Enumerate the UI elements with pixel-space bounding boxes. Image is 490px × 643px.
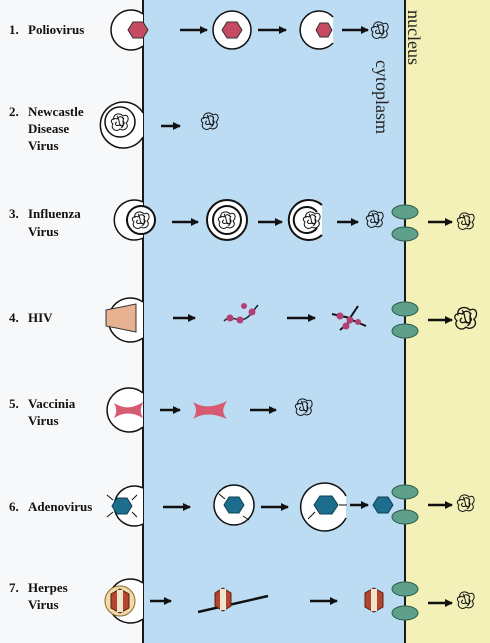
polio-capsid bbox=[315, 22, 333, 38]
virus-name-line: Vaccinia bbox=[28, 396, 76, 411]
virus-name-line: Influenza bbox=[28, 206, 81, 221]
vaccinia-core bbox=[193, 401, 227, 419]
virus-name-line: Poliovirus bbox=[28, 22, 84, 37]
virus-number: 2. bbox=[9, 104, 19, 119]
herpes-fusion-pocket bbox=[104, 578, 144, 624]
hiv-fusion-pocket bbox=[105, 297, 144, 343]
adeno-capsid bbox=[111, 497, 133, 515]
virus-name-line: HIV bbox=[28, 310, 53, 325]
nuclear-pore bbox=[391, 226, 419, 242]
newcastle-envelope bbox=[104, 106, 136, 138]
virus-name-line: Newcastle bbox=[28, 104, 84, 119]
influenza-entry-pocket bbox=[113, 199, 156, 241]
vaccinia-core bbox=[114, 402, 143, 418]
cytoplasm-region bbox=[143, 0, 405, 643]
virus-number: 3. bbox=[9, 206, 19, 221]
row-newcastle: 2. Newcastle Disease Virus bbox=[9, 101, 219, 153]
row-vaccinia: 5. Vaccinia Virus bbox=[9, 387, 313, 433]
polio-capsid bbox=[127, 21, 149, 39]
row-hiv: 4. HIV bbox=[9, 297, 478, 343]
adeno-capsid bbox=[313, 495, 339, 515]
nuclear-pore bbox=[391, 484, 419, 500]
virus-number: 6. bbox=[9, 499, 19, 514]
row-adenovirus: 6. Adenovirus bbox=[9, 482, 475, 532]
adeno-capsid bbox=[223, 496, 245, 514]
influenza-envelope bbox=[126, 205, 156, 235]
adeno-entry-pocket bbox=[106, 485, 144, 527]
nuclear-pore bbox=[391, 581, 419, 597]
polio-opening-vesicle bbox=[299, 10, 334, 50]
virus-number: 4. bbox=[9, 310, 19, 325]
hiv-capsid bbox=[105, 303, 137, 333]
virus-name-line: Virus bbox=[28, 597, 59, 612]
newcastle-fusion-pocket bbox=[99, 101, 144, 149]
row-herpes: 7. Herpes Virus bbox=[9, 578, 475, 624]
herpes-capsid-at-pore bbox=[364, 587, 384, 613]
virus-name-line: Disease bbox=[28, 121, 69, 136]
virus-number: 1. bbox=[9, 22, 19, 37]
cytoplasm-label: cytoplasm bbox=[372, 60, 392, 134]
virus-number: 5. bbox=[9, 396, 19, 411]
virus-name-line: Virus bbox=[28, 138, 59, 153]
row-poliovirus: 1. Poliovirus bbox=[9, 9, 389, 51]
nuclear-pore bbox=[391, 605, 419, 621]
virus-number: 7. bbox=[9, 580, 19, 595]
polio-membrane-pocket bbox=[110, 9, 149, 51]
microtubule bbox=[197, 594, 269, 614]
vaccinia-fusion-pocket bbox=[106, 387, 144, 433]
adeno-escaping-endosome bbox=[299, 482, 347, 532]
polio-capsid bbox=[221, 21, 243, 39]
influenza-fusing-endosome bbox=[287, 199, 323, 241]
row-influenza: 3. Influenza Virus bbox=[9, 199, 475, 242]
hiv-genome-strand bbox=[223, 303, 259, 324]
nuclear-pore bbox=[391, 204, 419, 220]
nucleus-label: nucleus bbox=[404, 10, 424, 65]
herpes-capsid-on-microtubule bbox=[214, 587, 232, 612]
nuclear-pore bbox=[391, 323, 419, 339]
adeno-endosome bbox=[213, 484, 255, 526]
nuclear-pore bbox=[391, 301, 419, 317]
polio-endosome bbox=[212, 10, 252, 50]
virus-name-line: Adenovirus bbox=[28, 499, 92, 514]
influenza-endosome bbox=[206, 199, 248, 241]
virus-name-line: Virus bbox=[28, 413, 59, 428]
virus-name-line: Virus bbox=[28, 224, 59, 239]
virus-name-line: Herpes bbox=[28, 580, 68, 595]
adeno-capsid bbox=[372, 496, 394, 514]
nucleus-region bbox=[405, 0, 490, 643]
hiv-preintegration-complex bbox=[331, 305, 367, 331]
nuclear-pore bbox=[391, 509, 419, 525]
